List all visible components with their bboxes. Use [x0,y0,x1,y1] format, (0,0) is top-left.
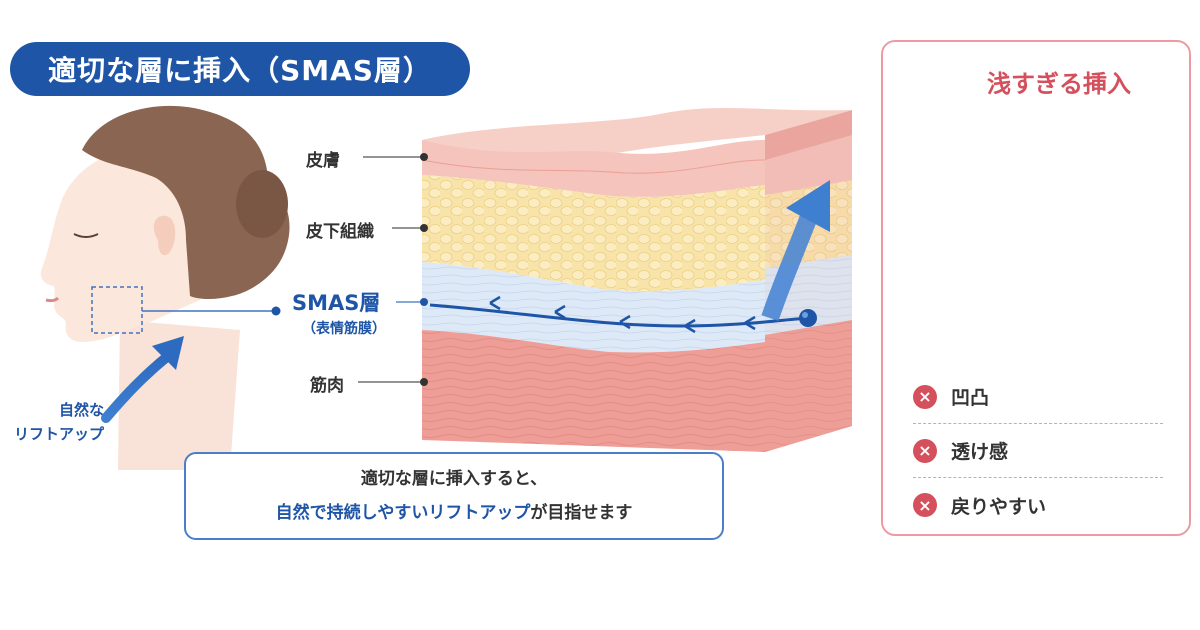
label-smas: SMAS層 [292,291,381,315]
title-banner: 適切な層に挿入（SMAS層） [10,42,470,96]
warning-title: 浅すぎる挿入 [987,70,1131,98]
caption-box: 適切な層に挿入すると、 自然で持続しやすいリフトアップが目指せます [184,452,724,540]
label-skin: 皮膚 [306,151,340,171]
x-icon: × [913,438,937,463]
layer-block [358,107,852,452]
list-item: × 透け感 [913,424,1163,478]
list-item: × 凹凸 [913,370,1163,424]
x-icon: × [913,384,937,409]
caption-rest: が目指せます [530,503,633,523]
lift-label-line1: 自然な [58,401,104,419]
x-icon: × [913,493,937,517]
warning-panel: 浅すぎる挿入 × 凹凸 × 透け感 × 戻りやすい [881,40,1191,536]
warning-item-label: 透け感 [951,441,1009,463]
caption-highlight: 自然で持続しやすいリフトアップ [275,503,531,523]
warning-list: × 凹凸 × 透け感 × 戻りやすい [913,370,1163,532]
label-subcutaneous: 皮下組織 [306,222,374,242]
caption-line1: 適切な層に挿入すると、 [360,469,548,489]
lift-label-line2: リフトアップ [13,425,104,443]
lift-label: 自然な リフトアップ [2,398,104,446]
warning-header: 浅すぎる挿入 [883,64,1189,99]
label-muscle: 筋肉 [310,376,344,396]
label-smas-sub: （表情筋膜） [302,321,386,337]
warning-item-label: 凹凸 [951,387,990,409]
head-illustration [40,105,290,470]
list-item: × 戻りやすい [913,478,1163,532]
page-title: 適切な層に挿入（SMAS層） [48,54,432,87]
warning-item-label: 戻りやすい [951,495,1047,518]
caption-line2: 自然で持続しやすいリフトアップが目指せます [276,496,633,530]
